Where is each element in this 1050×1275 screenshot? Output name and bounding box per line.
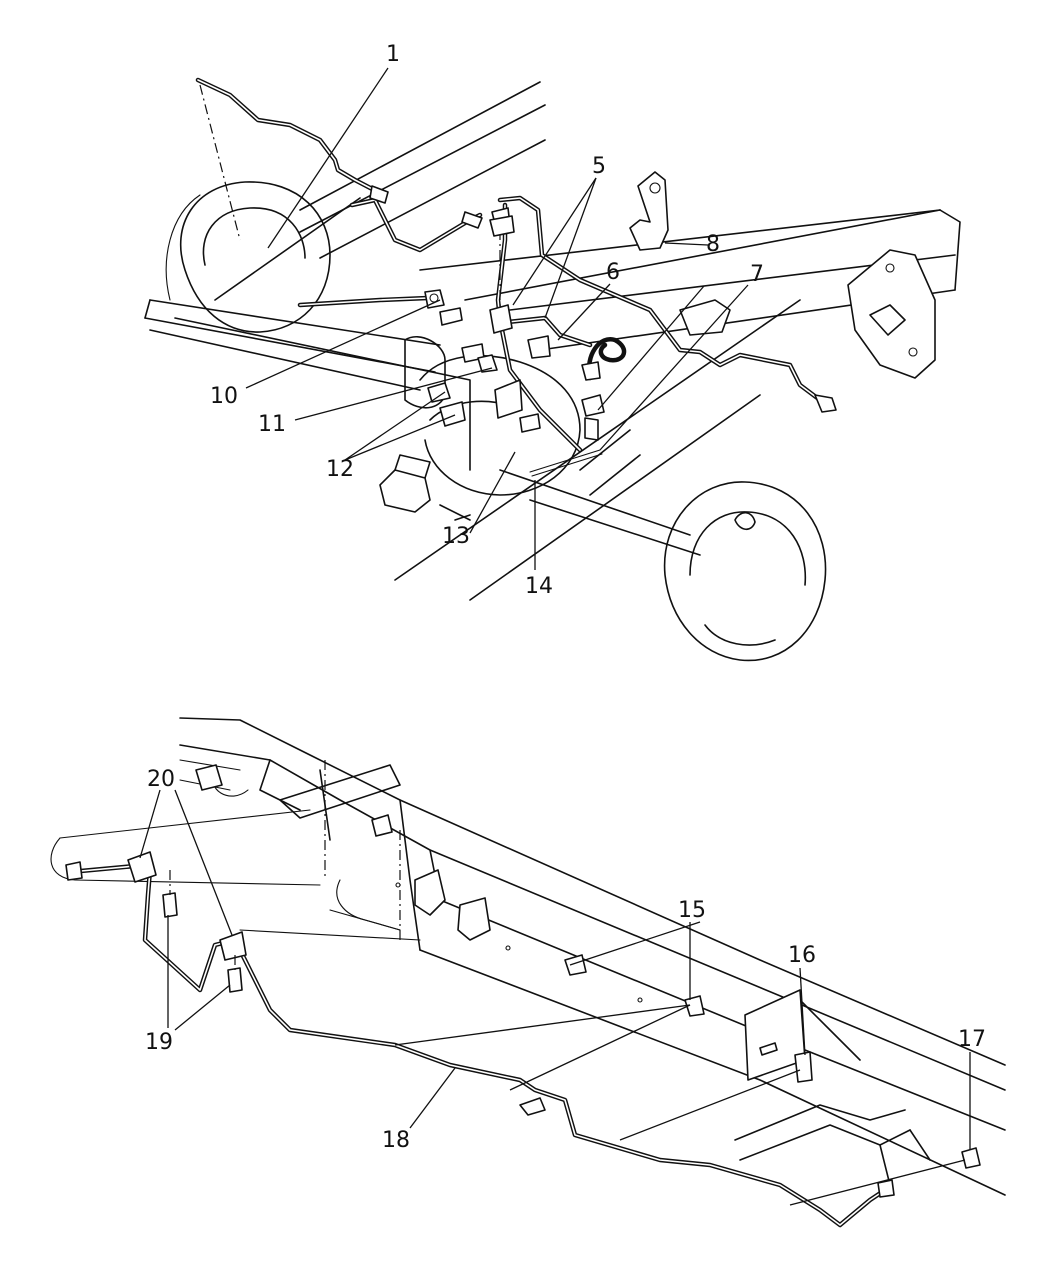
callout-18: 18: [382, 1128, 410, 1153]
callout-6: 6: [606, 260, 620, 285]
callout-13: 13: [442, 524, 470, 549]
callout-10: 10: [210, 384, 238, 409]
callout-20: 20: [147, 767, 175, 792]
callout-16: 16: [788, 943, 816, 968]
spring-hanger-bracket: [847, 249, 936, 379]
callout-7: 7: [750, 262, 764, 287]
line-clips: [127, 764, 981, 1169]
upper-frame-rail: [214, 81, 546, 301]
right-brake-drum: [663, 481, 827, 662]
callout-8: 8: [706, 232, 720, 257]
left-brake-drum: [165, 181, 331, 333]
frame-rail-view: [50, 717, 1006, 1228]
callout-1: 1: [386, 42, 400, 67]
rear-axle-view: [144, 67, 961, 662]
frame-rail: [50, 717, 1006, 1196]
leader-lines-top: [245, 67, 749, 570]
callout-19: 19: [145, 1030, 173, 1055]
leader-lines-bottom: [139, 789, 971, 1206]
callout-17: 17: [958, 1027, 986, 1052]
brake-tube-left: [195, 77, 483, 253]
callout-14: 14: [525, 574, 553, 599]
brake-line-main: [65, 861, 895, 1228]
callout-11: 11: [258, 412, 286, 437]
callout-12: 12: [326, 457, 354, 482]
callout-15: 15: [678, 898, 706, 923]
fittings: [424, 171, 731, 477]
brake-tube-center: [297, 195, 837, 453]
callout-5: 5: [592, 154, 606, 179]
